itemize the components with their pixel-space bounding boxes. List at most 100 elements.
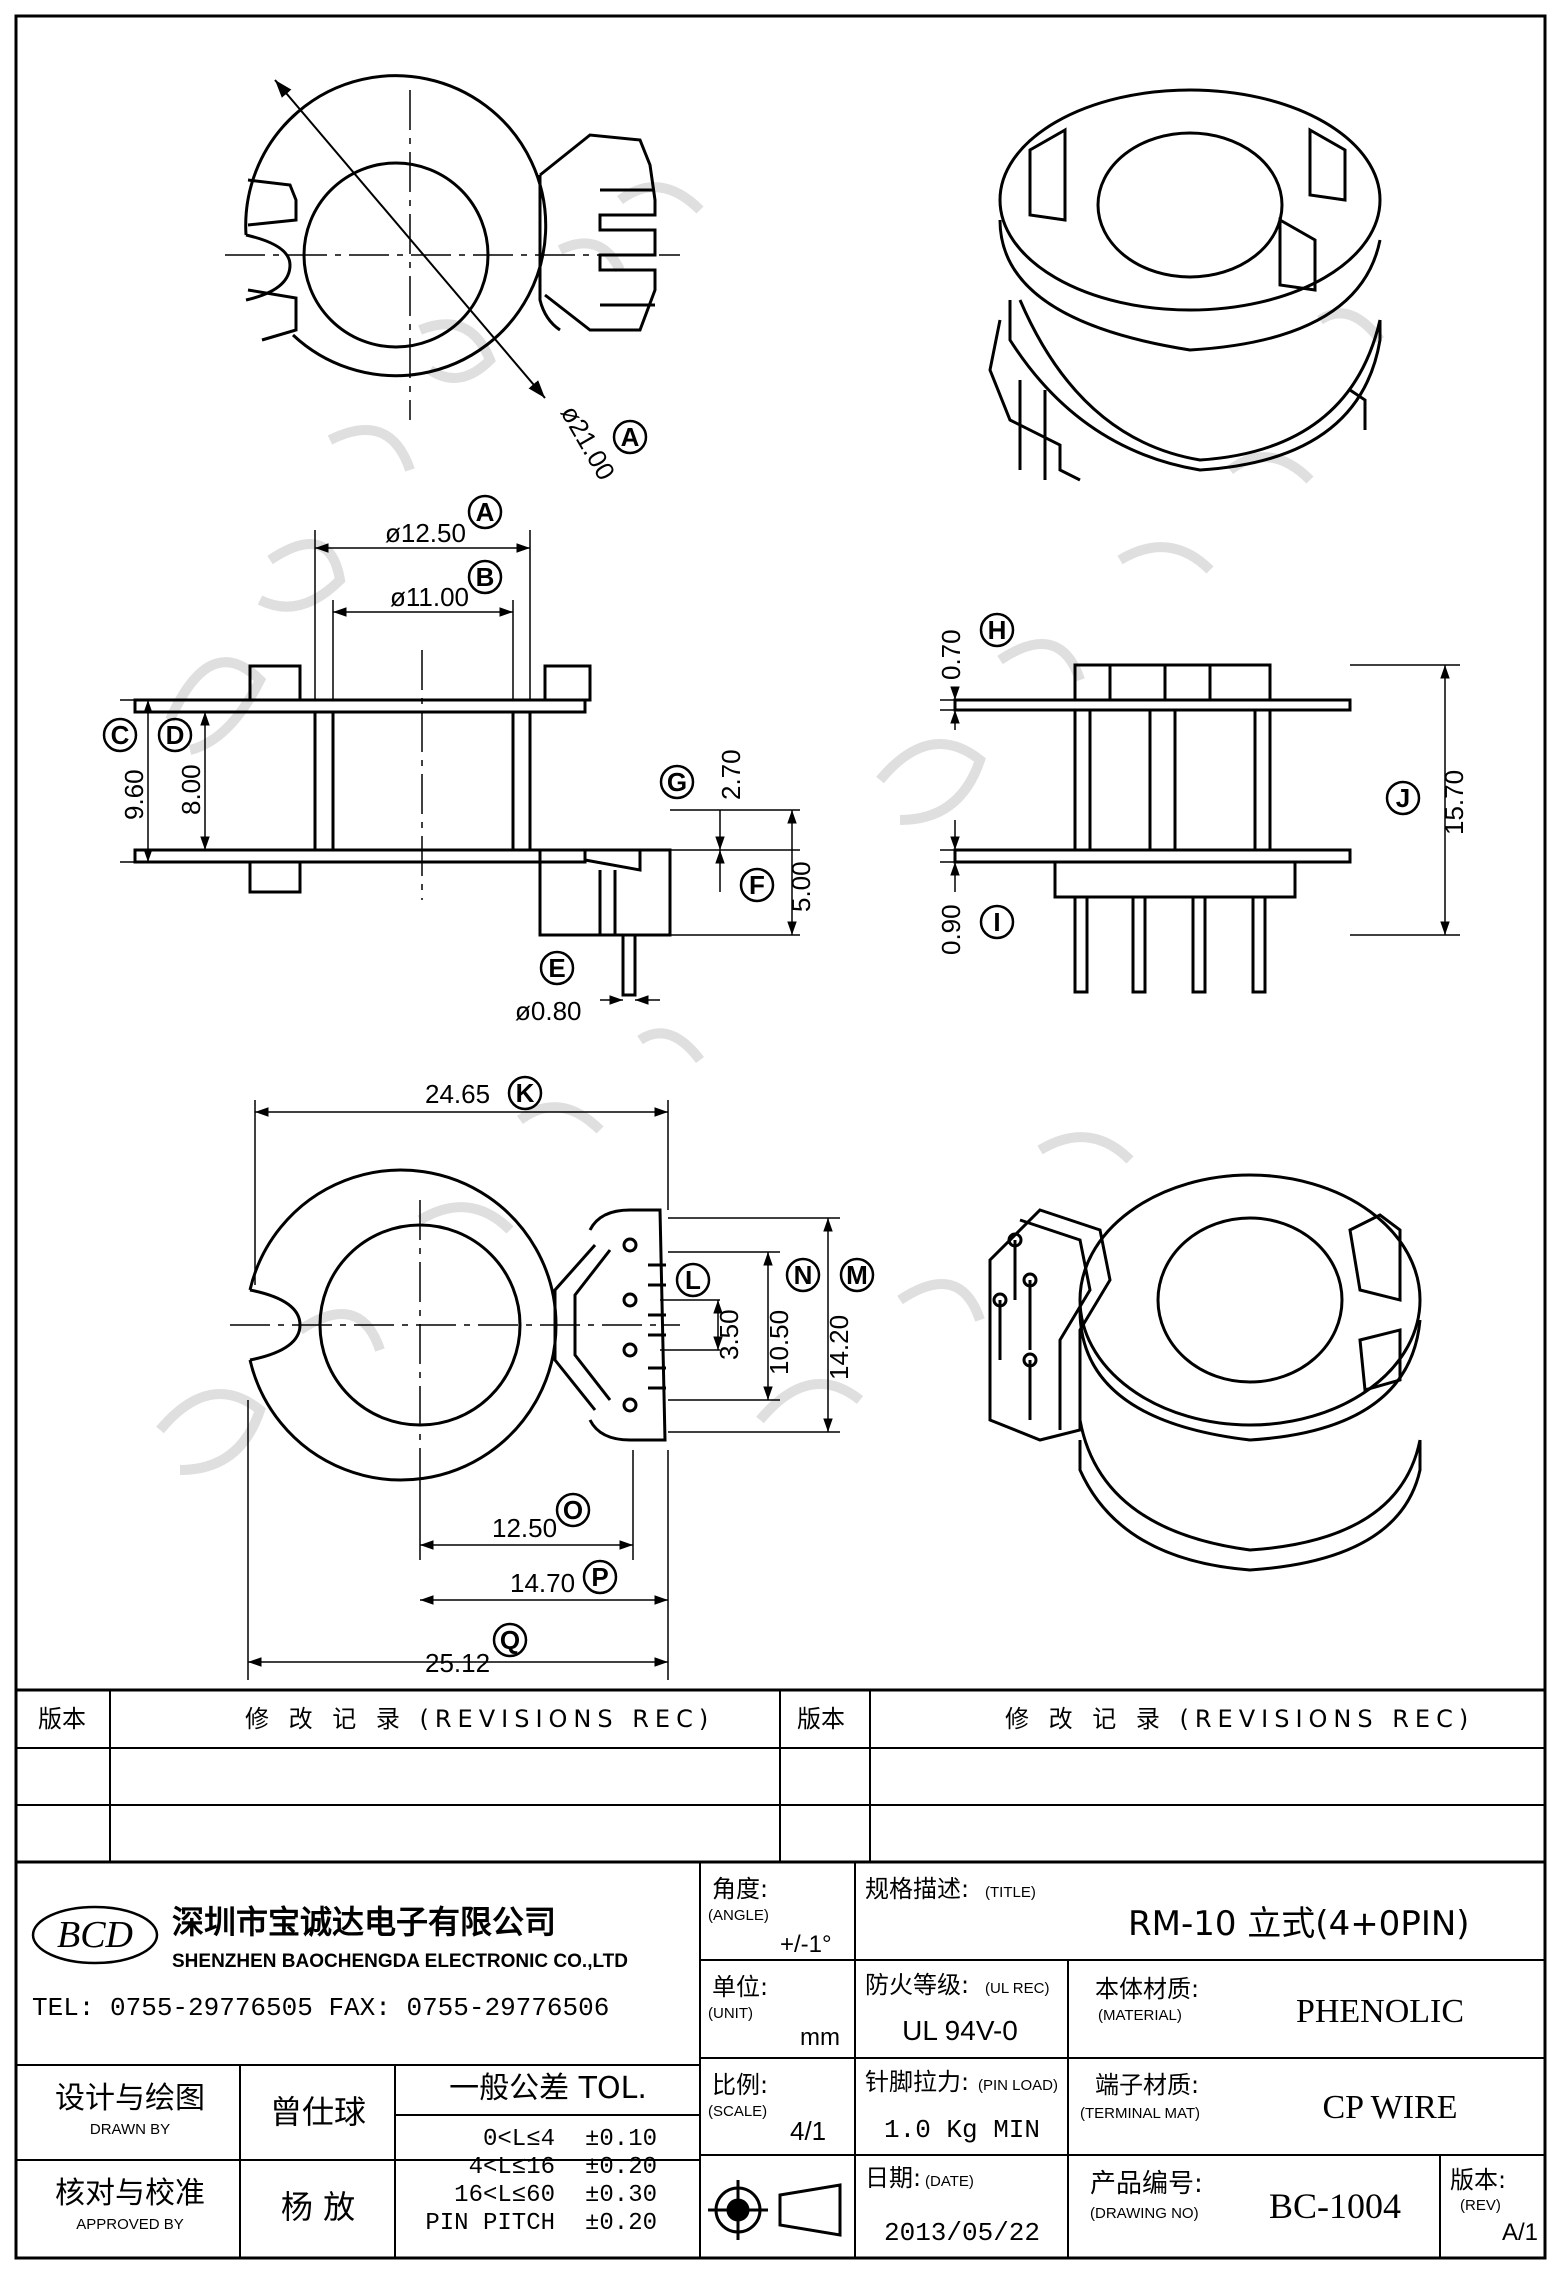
bottom-view-centerlines [230,1200,680,1470]
revisions-table [16,1688,1545,1864]
top-view [244,74,657,378]
scale-label: 比例: [712,2071,768,2099]
dim-side-g: 2.70 [716,749,746,800]
tolerance-table: 0<L≤4 ±0.10 4<L≤16 ±0.20 16<L≤60 ±0.30 P… [425,2126,657,2237]
tolerance-value-4: ±0.20 [585,2210,657,2237]
watermark-logo [156,182,1384,1475]
unit-label: 单位: [712,1973,768,2001]
dim-bottom-o: 12.50 [492,1513,557,1543]
tolerance-value-2: ±0.20 [585,2154,657,2181]
pin-load-value: 1.0 Kg MIN [884,2115,1040,2145]
company-logo: BCD [31,1905,159,1965]
angle-label-en: (ANGLE) [708,1907,769,1924]
callout-side-b: B [476,562,495,592]
rev-record-header-1: 修 改 记 录 (REVISIONS REC) [245,1705,714,1733]
side-view [133,664,672,997]
callout-front-circles [979,612,1421,940]
callout-bottom-n: N [794,1260,813,1290]
side-view-pin [621,933,637,997]
unit-value: mm [800,2024,840,2051]
rev-record-header-2: 修 改 记 录 (REVISIONS REC) [1005,1705,1474,1733]
drawn-by-label-en: DRAWN BY [90,2121,170,2138]
iso-bottom-core-hole [1156,1216,1344,1384]
callout-bottom-l: L [685,1265,701,1295]
drawing-no-label-en: (DRAWING NO) [1090,2205,1199,2222]
approved-by-label: 核对与校准 [55,2176,205,2211]
callout-top-a: A [612,419,648,455]
dim-bottom-n: 10.50 [764,1310,794,1375]
title-value: RM-10 立式(4+0PIN) [1128,1904,1470,1944]
title-block-grid [16,1862,1545,2258]
callout-side-a: A [476,497,495,527]
isometric-view-bottom [988,1173,1422,1572]
front-view-pin-1 [1073,895,1089,994]
callout-bottom-circles [492,1075,875,1658]
top-view-diameter-leader [274,79,546,399]
svg-text:A: A [621,422,640,452]
tolerance-range-3: 16<L≤60 [454,2182,555,2209]
bottom-view-dimension-lines [247,1100,840,1680]
ul-label: 防火等级: [865,1971,969,1999]
callout-side-d: D [166,720,185,750]
callout-front-j: J [1396,783,1410,813]
callout-front-i: I [993,907,1000,937]
iso-top-core-hole [1096,131,1284,279]
callout-bottom-k: K [516,1078,535,1108]
callout-side-f: F [749,870,765,900]
title-label-en: (TITLE) [985,1884,1036,1901]
material-label-en: (MATERIAL) [1098,2007,1182,2024]
iso-bottom-pin-header [988,1208,1112,1442]
callout-side-c: C [111,720,130,750]
callout-front-h: H [988,615,1007,645]
callout-side-g: G [667,767,687,797]
drawn-by-name: 曾仕球 [270,2093,366,2131]
svg-text:BCD: BCD [57,1914,133,1956]
rev-version-header-2: 版本 [797,1705,845,1733]
front-view-dimension-lines [940,664,1460,936]
front-view-pin-4 [1251,895,1267,994]
dim-side-b: ø11.00 [390,582,469,612]
callout-bottom-o: O [563,1495,583,1525]
dim-side-d: 8.00 [176,764,206,815]
side-view-upper-flange [133,698,587,714]
tolerance-value-1: ±0.10 [585,2126,657,2153]
top-view-centerlines [225,90,680,420]
ul-value: UL 94V-0 [902,2015,1018,2046]
tolerance-value-3: ±0.30 [585,2182,657,2209]
callout-bottom-q: Q [500,1625,520,1655]
front-view-pin-2 [1131,895,1147,994]
callout-side-letters [102,494,775,986]
company-name-en: SHENZHEN BAOCHENGDA ELECTRONIC CO.,LTD [172,1951,628,1972]
dim-side-e: ø0.80 [515,996,582,1026]
terminal-value: CP WIRE [1322,2089,1457,2126]
drawing-no-value: BC-1004 [1269,2186,1401,2226]
rev-value: A/1 [1502,2219,1538,2246]
angle-label: 角度: [712,1875,768,1903]
dim-front-h: 0.70 [936,629,966,680]
dim-bottom-p: 14.70 [510,1568,575,1598]
date-value: 2013/05/22 [884,2218,1040,2248]
dim-bottom-l: 3.50 [714,1309,744,1360]
scale-value: 4/1 [790,2116,826,2146]
isometric-view-top [988,88,1382,482]
callout-side-e: E [548,953,565,983]
title-label: 规格描述: [865,1875,969,1903]
dim-top-diameter: ø21.00 [555,400,621,485]
approved-by-label-en: APPROVED BY [76,2216,184,2233]
side-view-dimension-lines [120,530,800,1005]
company-name-cn: 深圳市宝诚达电子有限公司 [172,1903,556,1941]
dim-side-a: ø12.50 [385,518,466,548]
drawing-no-label: 产品编号: [1090,2169,1203,2199]
dim-side-c: 9.60 [119,769,149,820]
dim-bottom-k: 24.65 [425,1079,490,1109]
sheet-border [14,14,1547,2260]
terminal-label: 端子材质: [1095,2071,1199,2099]
front-view [953,663,1352,994]
tolerance-title: 一般公差 TOL. [449,2071,647,2106]
scale-label-en: (SCALE) [708,2103,767,2120]
material-value: PHENOLIC [1296,1993,1464,2030]
date-label-en: (DATE) [925,2173,974,2190]
rev-label: 版本: [1450,2166,1506,2194]
front-view-lower-flange [953,848,1352,864]
